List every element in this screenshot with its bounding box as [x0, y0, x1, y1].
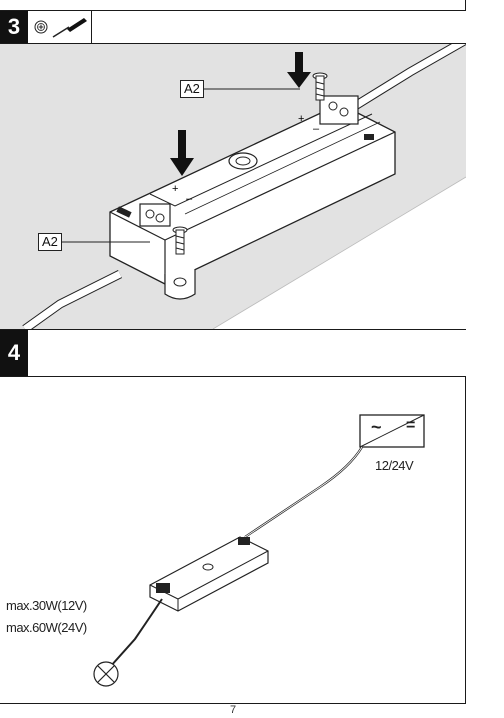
step-3-illustration: + – + –: [0, 44, 466, 329]
ac-symbol: ~: [371, 417, 382, 437]
load-max-24v: max.60W(24V): [6, 620, 87, 635]
tool-indicator: [28, 11, 92, 43]
step-4-illustration: [93, 414, 425, 687]
step-3-header: 3: [0, 10, 466, 44]
screwdriver-icon: [52, 18, 87, 38]
svg-text:+: +: [172, 183, 178, 195]
label-a2-right: A2: [180, 80, 204, 98]
dc-symbol: =: [406, 417, 415, 434]
svg-text:–: –: [313, 123, 320, 135]
svg-text:+: +: [298, 113, 304, 125]
arrow-down-icon: [287, 52, 311, 88]
step-4-number: 4: [0, 330, 28, 376]
lamp-icon: [93, 661, 119, 687]
screw-right: [312, 72, 328, 101]
page-number: 7: [229, 704, 237, 716]
arrow-down-icon: [170, 130, 194, 176]
load-max-12v: max.30W(12V): [6, 598, 87, 613]
step-3-number: 3: [0, 11, 28, 43]
svg-text:–: –: [186, 193, 193, 205]
screw-left: [172, 226, 188, 255]
voltage-label: 12/24V: [375, 458, 414, 473]
power-supply-symbol: [359, 414, 425, 448]
label-a2-left: A2: [38, 233, 62, 251]
phillips-screw-icon: [34, 20, 48, 34]
step-4-header: 4: [0, 329, 466, 377]
